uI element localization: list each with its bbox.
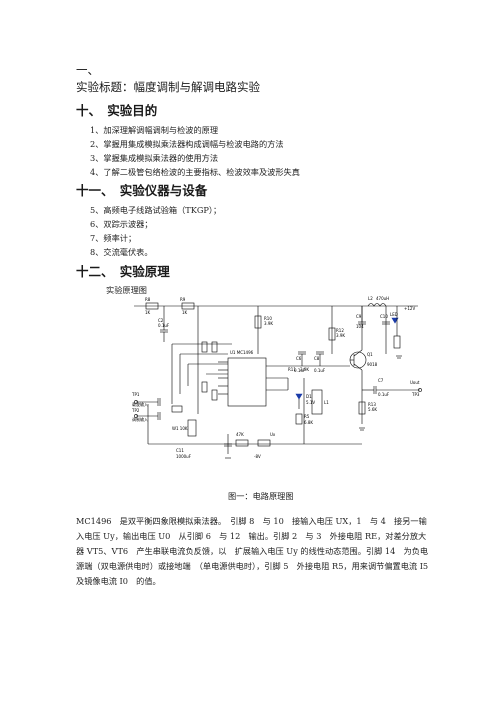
svg-text:TP1: TP1 (131, 392, 140, 397)
svg-text:R11: R11 (288, 367, 296, 372)
svg-text:R8: R8 (145, 297, 151, 302)
svg-text:L1: L1 (324, 400, 329, 405)
principle-subheading: 实验原理图 (106, 285, 147, 295)
equipment-item: 8、交流毫伏表。 (90, 247, 153, 257)
heading-objectives: 十、 实验目的 (76, 103, 158, 118)
svg-text:C7: C7 (378, 378, 384, 383)
svg-text:3.9K: 3.9K (264, 321, 273, 326)
heading-equipment: 十一、 实验仪器与设备 (76, 183, 208, 198)
section-marker: 一、 (76, 63, 99, 77)
svg-text:6.8K: 6.8K (304, 420, 313, 425)
svg-text:R10: R10 (264, 316, 272, 321)
svg-text:47K: 47K (236, 432, 244, 437)
svg-text:470uH: 470uH (376, 296, 389, 301)
svg-text:3.9K: 3.9K (300, 367, 309, 372)
objective-item: 3、掌握集成模拟乘法器的使用方法 (90, 153, 219, 163)
svg-text:0.1uF: 0.1uF (294, 368, 306, 373)
svg-text:1K: 1K (145, 310, 151, 315)
circuit-labels: R8 1K C2 0.1uF R9 1K R10 3.9K R12 3.9K L… (131, 296, 420, 459)
objective-item: 4、了解二极管包络检波的主要指标、检波效率及波形失真 (90, 167, 300, 177)
svg-text:C6: C6 (296, 356, 302, 361)
svg-text:TP2: TP2 (131, 408, 140, 413)
svg-text:U1 MC1496: U1 MC1496 (230, 350, 254, 355)
svg-text:W1 10K: W1 10K (172, 426, 188, 431)
svg-text:1000uF: 1000uF (176, 454, 192, 459)
svg-text:3.9K: 3.9K (336, 333, 345, 338)
svg-text:调制输入: 调制输入 (132, 416, 148, 422)
svg-text:R5: R5 (304, 414, 310, 419)
objective-item: 2、掌握用集成模拟乘法器构成调幅与检波电路的方法 (90, 139, 284, 149)
heading-principle: 十二、 实验原理 (76, 264, 170, 279)
svg-text:5.1V: 5.1V (306, 400, 315, 405)
svg-text:载波输入: 载波输入 (132, 401, 148, 407)
svg-text:+12V: +12V (404, 306, 415, 311)
svg-text:C8: C8 (314, 356, 320, 361)
circuit-diagram: R8 1K C2 0.1uF R9 1K R10 3.9K R12 3.9K L… (131, 296, 422, 459)
svg-text:Uout: Uout (410, 380, 420, 385)
svg-text:0.1uF: 0.1uF (378, 392, 390, 397)
objective-item: 1、加深理解调幅调制与检波的原理 (90, 125, 219, 135)
svg-text:5.6K: 5.6K (368, 407, 377, 412)
description-paragraph: MC1496 是双平衡四象限模拟乘法器。 引脚 8 与 10 接输入电压 UX，… (76, 516, 437, 586)
svg-text:L2: L2 (368, 296, 373, 301)
figure-caption: 图一：电路原理图 (228, 491, 294, 501)
svg-text:Q1: Q1 (367, 352, 373, 357)
svg-text:C2: C2 (158, 318, 164, 323)
svg-text:LED: LED (390, 312, 398, 317)
svg-text:C9: C9 (356, 314, 362, 319)
svg-text:-8V: -8V (254, 454, 261, 459)
svg-text:C11: C11 (176, 448, 184, 453)
equipment-item: 5、高频电子线路试验箱（TKGP）； (90, 205, 222, 215)
svg-text:R12: R12 (336, 328, 344, 333)
svg-text:0.1uF: 0.1uF (314, 368, 326, 373)
svg-text:Ux: Ux (270, 432, 276, 437)
experiment-title: 实验标题：幅度调制与解调电路实验 (76, 80, 260, 94)
svg-text:104: 104 (356, 324, 364, 329)
svg-text:D1: D1 (306, 394, 312, 399)
svg-text:9018: 9018 (367, 362, 378, 367)
svg-text:R9: R9 (180, 297, 186, 302)
svg-text:R13: R13 (368, 402, 376, 407)
svg-text:0.1uF: 0.1uF (158, 323, 170, 328)
svg-text:1K: 1K (182, 310, 188, 315)
equipment-item: 7、频率计； (90, 233, 137, 243)
svg-text:TP3: TP3 (411, 392, 420, 397)
svg-text:C10: C10 (380, 314, 388, 319)
equipment-item: 6、双踪示波器； (90, 219, 153, 229)
